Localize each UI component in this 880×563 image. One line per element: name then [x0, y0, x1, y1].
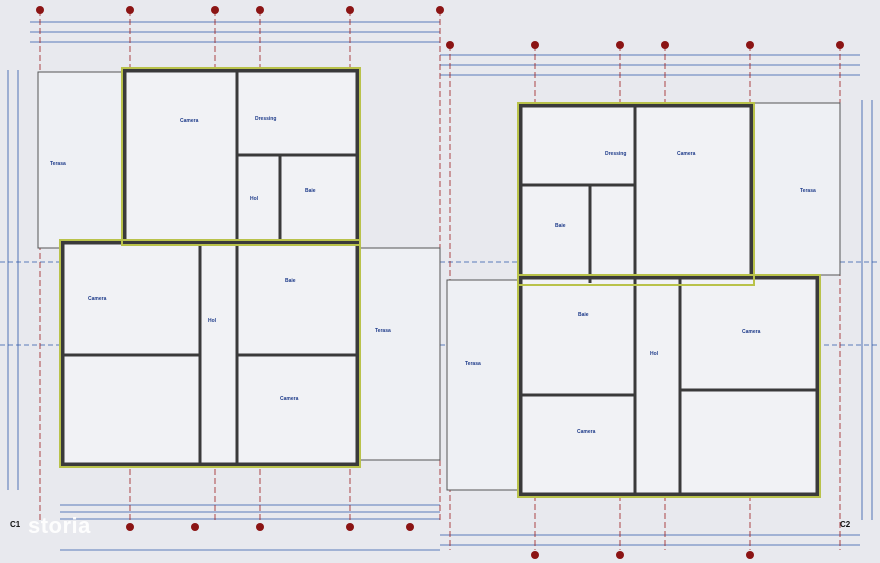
terraces — [37, 71, 841, 491]
interior-walls — [62, 70, 818, 495]
axis-label-c1: C1 — [10, 520, 21, 529]
room-label: Terasa — [375, 328, 391, 334]
room-label: Terasa — [465, 361, 481, 367]
room-labels: Terasa Camera Dressing Hol Baie Camera H… — [50, 116, 816, 435]
room-label: Dressing — [605, 151, 626, 157]
room-label: Camera — [280, 396, 299, 402]
axis-label-c2: C2 — [840, 520, 851, 529]
insulation — [59, 67, 821, 498]
room-label: Camera — [677, 151, 696, 157]
room-label: Baie — [555, 223, 566, 229]
room-label: Camera — [742, 329, 761, 335]
room-label: Hol — [650, 351, 659, 357]
room-label: Hol — [208, 318, 217, 324]
room-label: Camera — [88, 296, 107, 302]
grid-markers — [36, 6, 844, 559]
walls — [59, 67, 821, 498]
room-label: Hol — [250, 196, 259, 202]
room-label: Baie — [285, 278, 296, 284]
room-label: Baie — [578, 312, 589, 318]
storia-watermark: storia — [28, 513, 91, 538]
room-label: Dressing — [255, 116, 276, 122]
room-label: Baie — [305, 188, 316, 194]
room-label: Camera — [577, 429, 596, 435]
room-label: Terasa — [50, 161, 66, 167]
room-label: Camera — [180, 118, 199, 124]
room-label: Terasa — [800, 188, 816, 194]
